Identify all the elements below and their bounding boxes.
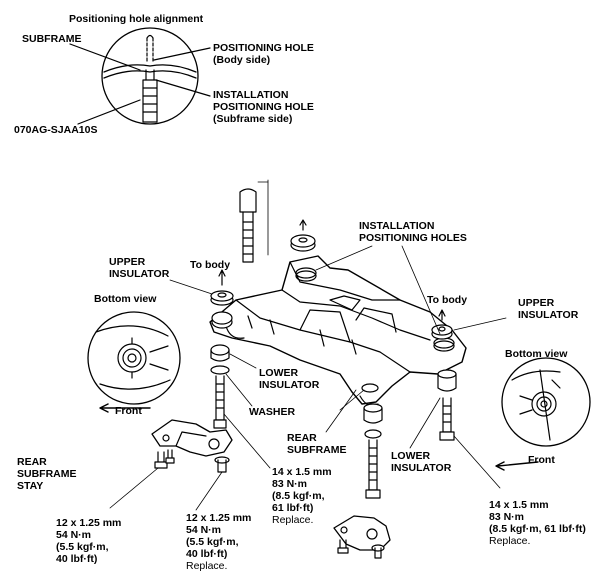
torque-spec-2: 12 x 1.25 mm 54 N·m (5.5 kgf·m, 40 lbf·f… — [56, 517, 121, 565]
torque-spec-1-kgf: (8.5 kgf·m, — [272, 490, 325, 502]
rear-subframe-stay-label-3: STAY — [17, 480, 44, 492]
rear-subframe-stay-label-2: SUBFRAME — [17, 468, 77, 480]
lower-insulator-center-stack — [339, 389, 383, 499]
torque-spec-2-lbf: 40 lbf·ft) — [56, 553, 98, 565]
to-body-right-label: To body — [427, 294, 468, 306]
installation-positioning-holes-label-2: POSITIONING HOLES — [359, 232, 467, 244]
rear-subframe — [209, 255, 467, 407]
rear-subframe-stay-label-1: REAR — [17, 456, 47, 468]
upper-insulator-left-label-2: INSULATOR — [109, 268, 170, 280]
bottom-view-left-inset — [87, 311, 181, 413]
rear-subframe-label-2: SUBFRAME — [287, 444, 347, 456]
upper-insulator-top — [290, 219, 316, 252]
torque-spec-3: 12 x 1.25 mm 54 N·m (5.5 kgf·m, 40 lbf·f… — [186, 512, 251, 572]
torque-spec-1-lbf: 61 lbf·ft) — [272, 502, 314, 514]
torque-spec-2-kgf: (5.5 kgf·m, — [56, 541, 109, 553]
rear-subframe-stay-right — [333, 515, 391, 559]
rear-subframe-stay-left — [151, 419, 233, 473]
upper-insulator-right — [431, 309, 507, 340]
washer-label: WASHER — [249, 406, 296, 418]
inset-subframe-side-label: (Subframe side) — [213, 113, 293, 125]
torque-spec-4-size: 14 x 1.5 mm — [489, 499, 549, 511]
lower-insulator-right-stack — [409, 369, 501, 489]
front-left-label: Front — [115, 405, 142, 417]
bottom-view-right-inset — [495, 357, 591, 471]
to-body-left-label: To body — [190, 259, 231, 271]
positioning-hole-inset — [69, 27, 211, 125]
torque-spec-4-nm: 83 N·m — [489, 511, 525, 523]
inset-title: Positioning hole alignment — [69, 13, 204, 25]
lower-insulator-left-label-1: LOWER — [259, 367, 299, 379]
lower-insulator-right-label-2: INSULATOR — [391, 462, 452, 474]
lower-insulator-left-stack — [210, 344, 257, 429]
lower-insulator-left-label-2: INSULATOR — [259, 379, 320, 391]
torque-spec-3-lbf: 40 lbf·ft) — [186, 548, 228, 560]
bottom-view-left-label: Bottom view — [94, 293, 157, 305]
front-right-label: Front — [528, 454, 555, 466]
torque-spec-1: 14 x 1.5 mm 83 N·m (8.5 kgf·m, 61 lbf·ft… — [272, 466, 332, 526]
top-bolt — [239, 179, 269, 263]
upper-insulator-left — [169, 269, 234, 306]
torque-spec-4-kgf: (8.5 kgf·m, 61 lbf·ft) — [489, 523, 586, 535]
torque-spec-3-size: 12 x 1.25 mm — [186, 512, 252, 524]
torque-spec-2-size: 12 x 1.25 mm — [56, 517, 122, 529]
torque-spec-2-nm: 54 N·m — [56, 529, 92, 541]
torque-spec-3-note: Replace. — [186, 560, 228, 572]
inset-installation-positioning-hole-label: POSITIONING HOLE — [213, 101, 314, 113]
inset-positioning-hole-label: POSITIONING HOLE — [213, 42, 314, 54]
inset-tool-code: 070AG-SJAA10S — [14, 124, 98, 136]
installation-positioning-holes-label-1: INSTALLATION — [359, 220, 435, 232]
torque-spec-3-kgf: (5.5 kgf·m, — [186, 536, 239, 548]
torque-spec-1-nm: 83 N·m — [272, 478, 308, 490]
torque-spec-1-note: Replace. — [272, 514, 314, 526]
torque-spec-4-note: Replace. — [489, 535, 531, 547]
torque-spec-4: 14 x 1.5 mm 83 N·m (8.5 kgf·m, 61 lbf·ft… — [489, 499, 586, 547]
bottom-view-right-label: Bottom view — [505, 348, 568, 360]
inset-subframe-label: SUBFRAME — [22, 33, 82, 45]
upper-insulator-right-label-1: UPPER — [518, 297, 555, 309]
rear-subframe-label-1: REAR — [287, 432, 317, 444]
upper-insulator-left-label-1: UPPER — [109, 256, 146, 268]
torque-spec-3-nm: 54 N·m — [186, 524, 222, 536]
upper-insulator-right-label-2: INSULATOR — [518, 309, 579, 321]
torque-spec-1-size: 14 x 1.5 mm — [272, 466, 332, 478]
lower-insulator-right-label-1: LOWER — [391, 450, 431, 462]
inset-body-side-label: (Body side) — [213, 54, 271, 66]
inset-installation-label: INSTALLATION — [213, 89, 289, 101]
